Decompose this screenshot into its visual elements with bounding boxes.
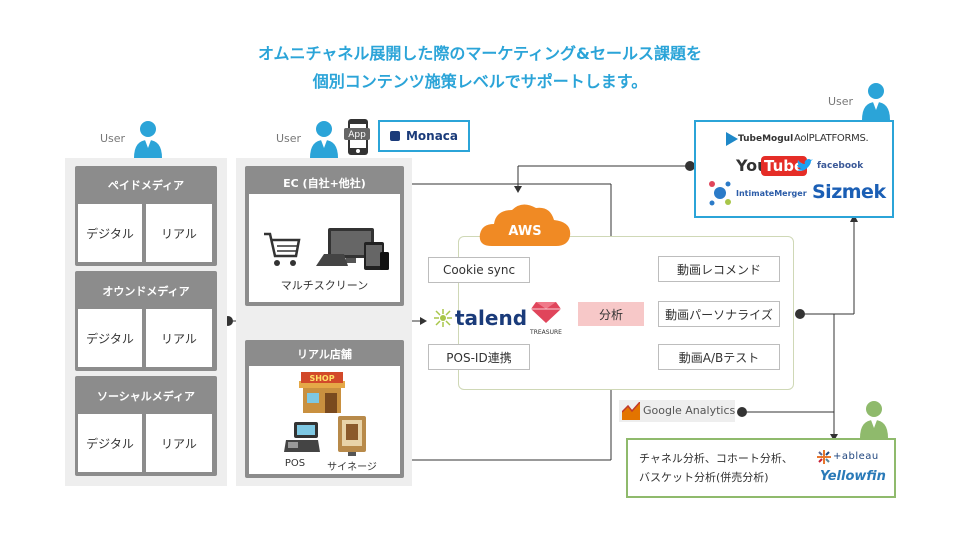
video-personalize-box: 動画パーソナライズ: [658, 301, 780, 327]
user-label-right-top: User: [828, 95, 854, 108]
signage-display-icon: [338, 416, 366, 456]
cookie-sync-box: Cookie sync: [428, 257, 530, 283]
owned-media-header: オウンドメディア: [75, 283, 217, 299]
title-line-1: オムニチャネル展開した際のマーケティング&セールス課題を: [257, 44, 703, 63]
intimate-merger-label: IntimateMerger: [736, 189, 807, 198]
monaca-logo-icon: [389, 131, 400, 141]
user-icon-left: [134, 121, 162, 158]
tubemogul-logo-icon: [726, 132, 738, 146]
aws-cloud-icon: AWS: [479, 204, 571, 246]
social-real-cell: リアル: [146, 414, 212, 472]
yellowfin-label: Yellowfin: [820, 469, 886, 484]
talend-logo-icon: [434, 309, 452, 327]
shopping-cart-icon: [264, 232, 301, 266]
video-ab-test-box: 動画A/Bテスト: [658, 344, 780, 370]
app-label: App: [348, 130, 366, 140]
owned-real-cell: リアル: [146, 309, 212, 367]
tableau-logo-icon: [817, 450, 831, 464]
youtube-you-label: You: [736, 156, 769, 175]
social-digital-cell: デジタル: [78, 414, 142, 472]
monaca-label: Monaca: [405, 129, 459, 143]
paid-media-header: ペイドメディア: [75, 177, 217, 193]
intimate-merger-logo-icon: [709, 181, 731, 206]
store-header: リアル店舗: [245, 346, 404, 362]
google-analytics-logo-icon: [622, 402, 640, 420]
shop-sign-text: SHOP: [309, 374, 334, 383]
paid-digital-cell: デジタル: [78, 204, 142, 262]
google-analytics-box: [619, 400, 735, 422]
treasure-label: TREASURE: [530, 329, 562, 336]
title-line-2: 個別コンテンツ施策レベルでサポートします。: [312, 72, 648, 91]
user-icon-middle: [310, 121, 338, 158]
aws-label: AWS: [508, 224, 541, 239]
treasure-data-logo-icon: [531, 302, 561, 323]
multiscreen-devices-icon: [316, 228, 389, 270]
pos-label: POS: [284, 458, 306, 469]
facebook-label: facebook: [817, 161, 864, 171]
user-label-middle: User: [276, 132, 302, 145]
analysis-tools-box: [626, 438, 896, 498]
multiscreen-caption: マルチスクリーン: [280, 279, 369, 292]
user-icon-right-bottom: [860, 401, 888, 438]
google-analytics-label: Google Analytics: [643, 404, 736, 417]
video-recommend-box: 動画レコメンド: [658, 256, 780, 282]
owned-digital-cell: デジタル: [78, 309, 142, 367]
social-media-header: ソーシャルメディア: [75, 388, 217, 404]
smartphone-app-icon: App: [344, 119, 370, 155]
sizmek-label: Sizmek: [812, 181, 886, 203]
ec-header: EC (自社+他社): [245, 175, 404, 191]
tableau-label: +ableau: [833, 451, 879, 462]
aol-label: AolPLATFORMS.: [794, 133, 869, 144]
talend-label: talend: [455, 306, 528, 330]
analysis-text-line-1: チャネル分析、コホート分析、: [639, 452, 793, 465]
user-label-left: User: [100, 132, 126, 145]
paid-real-cell: リアル: [146, 204, 212, 262]
tubemogul-label: TubeMogul: [738, 134, 794, 144]
monaca-box: Monaca: [378, 120, 470, 152]
analysis-box: 分析: [578, 302, 644, 326]
youtube-tube-label: Tube: [761, 156, 808, 176]
shop-building-icon: SHOP: [299, 372, 345, 413]
signage-label: サイネージ: [327, 462, 377, 473]
pos-terminal-icon: [284, 422, 320, 452]
user-icon-right-top: [862, 83, 890, 120]
twitter-bird-icon: [797, 159, 813, 171]
pos-id-link-box: POS-ID連携: [428, 344, 530, 370]
analysis-text-line-2: バスケット分析(併売分析): [639, 471, 769, 484]
